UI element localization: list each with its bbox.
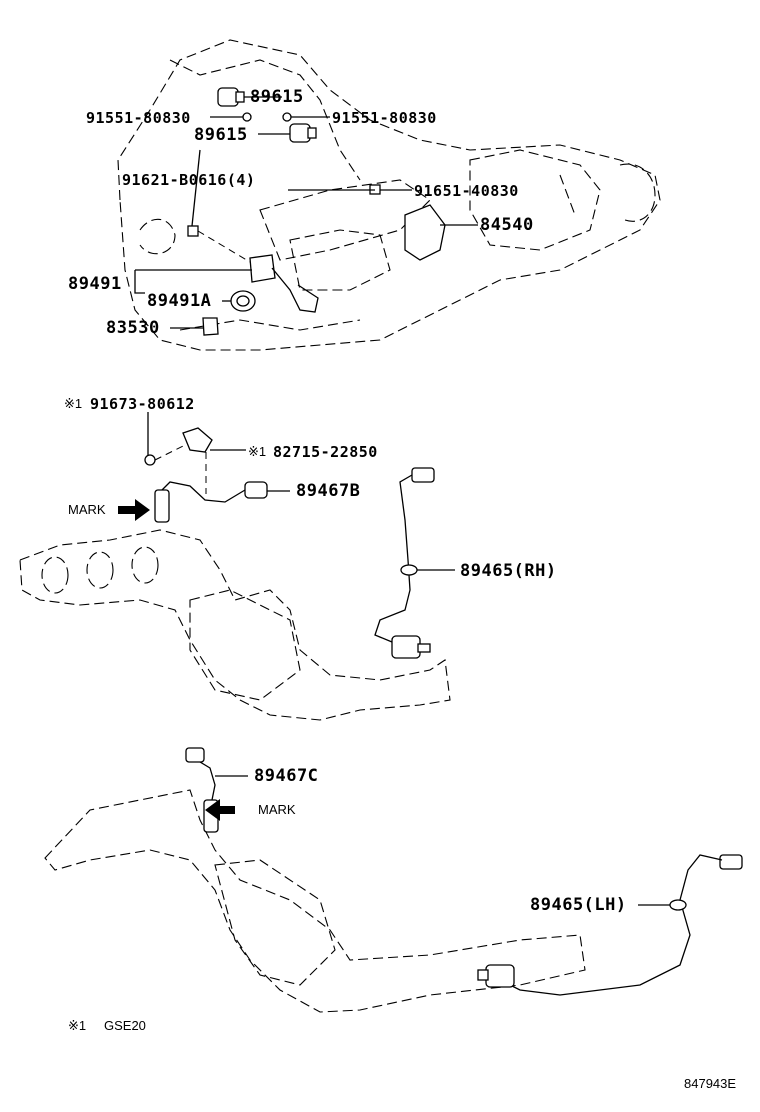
bolt-91621 xyxy=(187,225,199,237)
label-91673: 91673-80612 xyxy=(90,395,195,413)
label-91551-right: 91551-80830 xyxy=(332,109,437,127)
footnote-mark: ※1 xyxy=(68,1018,87,1033)
label-89615-lower: 89615 xyxy=(194,125,248,145)
label-91621: 91621-B0616(4) xyxy=(122,171,256,189)
label-89491A: 89491A xyxy=(147,291,212,311)
illustration-id: 847943E xyxy=(684,1076,737,1091)
oxygen-sensor-89465-lh xyxy=(477,854,743,996)
exhaust-manifold-rh xyxy=(19,529,451,721)
note-mark-91673: ※1 xyxy=(64,396,83,411)
label-89465-rh: 89465(RH) xyxy=(460,561,557,581)
label-82715: 82715-22850 xyxy=(273,443,378,461)
engine-transmission-outline xyxy=(117,39,661,351)
sensor-89615-upper xyxy=(217,87,245,107)
oxygen-sensor-89467B xyxy=(154,481,268,523)
label-84540: 84540 xyxy=(480,215,534,235)
sensor-84540 xyxy=(404,204,446,261)
sensor-89491 xyxy=(249,254,276,283)
label-83530: 83530 xyxy=(106,318,160,338)
label-91651: 91651-40830 xyxy=(414,182,519,200)
bolt-91551-left xyxy=(242,112,252,122)
label-89467C: 89467C xyxy=(254,766,319,786)
sensor-89615-lower xyxy=(289,123,317,143)
oxygen-sensor-89465-rh xyxy=(374,467,435,659)
label-91551-left: 91551-80830 xyxy=(86,109,191,127)
label-89465-lh: 89465(LH) xyxy=(530,895,627,915)
label-89467B: 89467B xyxy=(296,481,361,501)
oxygen-sensor-89467C xyxy=(185,747,219,833)
mark-label-lower: MARK xyxy=(258,802,296,817)
footnote-text: GSE20 xyxy=(104,1018,146,1033)
label-89491: 89491 xyxy=(68,274,122,294)
bracket-82715 xyxy=(182,427,213,453)
bolt-91673 xyxy=(144,454,156,466)
sensor-83530 xyxy=(202,317,219,336)
mark-arrow-icon xyxy=(118,499,150,521)
label-89615-upper: 89615 xyxy=(250,87,304,107)
mark-label-upper: MARK xyxy=(68,502,106,517)
bolt-91551-right xyxy=(282,112,292,122)
mark-arrow-icon-lower xyxy=(205,799,235,821)
note-mark-82715: ※1 xyxy=(248,444,267,459)
